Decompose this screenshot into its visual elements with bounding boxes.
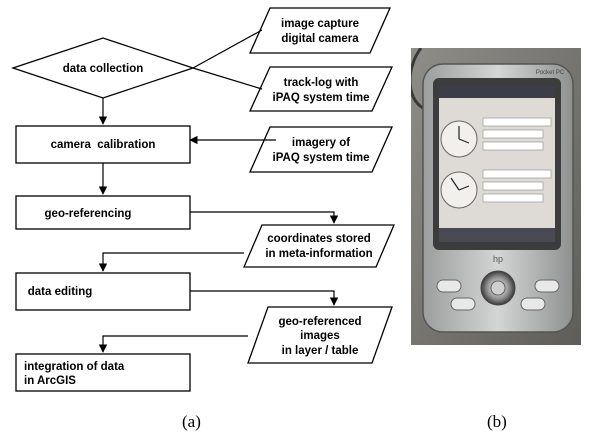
imagery-parallelogram — [248, 126, 394, 173]
data-editing-box — [15, 272, 191, 311]
data-editing-label: data editing — [28, 286, 93, 298]
geo-referencing-box — [15, 195, 191, 230]
geo-referenced-images-line2: images — [300, 330, 340, 342]
coordinates-parallelogram — [243, 224, 395, 268]
image-capture-line1: image capture — [281, 18, 359, 30]
integration-line2: in ArcGIS — [24, 375, 76, 387]
pda-illustration: hp Pocket PC — [411, 48, 581, 345]
caption-b: (b) — [487, 412, 507, 431]
camera-calibration-box — [15, 125, 191, 164]
coordinates-line1: coordinates stored — [267, 233, 371, 245]
integration-line1: integration of data — [24, 361, 125, 373]
arrow-images-integration — [98, 335, 248, 353]
image-capture-line2: digital camera — [281, 33, 359, 45]
imagery-line2: iPAQ system time — [273, 152, 370, 164]
camera-calibration-label: camera calibration — [51, 139, 156, 151]
pda-photo: hp Pocket PC — [411, 48, 581, 345]
track-log-line2: iPAQ system time — [273, 92, 370, 104]
track-log-parallelogram — [248, 66, 394, 112]
arrow-georef-coordinates — [190, 211, 339, 224]
connector-diamond-track-log — [192, 67, 263, 90]
track-log-line1: track-log with — [284, 77, 359, 89]
svg-text:hp: hp — [493, 254, 503, 264]
imagery-line1: imagery of — [292, 137, 350, 149]
integration-box — [15, 353, 191, 392]
arrow-coordinates-editing — [98, 252, 244, 272]
geo-referenced-images-line3: in layer / table — [282, 345, 359, 357]
svg-text:Pocket PC: Pocket PC — [536, 70, 565, 76]
caption-a: (a) — [182, 412, 201, 431]
geo-referenced-images-parallelogram — [247, 306, 393, 364]
geo-referenced-images-line1: geo-referenced — [278, 316, 361, 328]
coordinates-line2: in meta-information — [265, 248, 372, 260]
geo-referencing-label: geo-referencing — [45, 208, 132, 220]
connector-diamond-image-capture — [192, 29, 263, 69]
arrow-editing-images — [190, 290, 339, 306]
data-collection-label: data collection — [63, 63, 144, 75]
image-capture-parallelogram — [248, 7, 392, 54]
